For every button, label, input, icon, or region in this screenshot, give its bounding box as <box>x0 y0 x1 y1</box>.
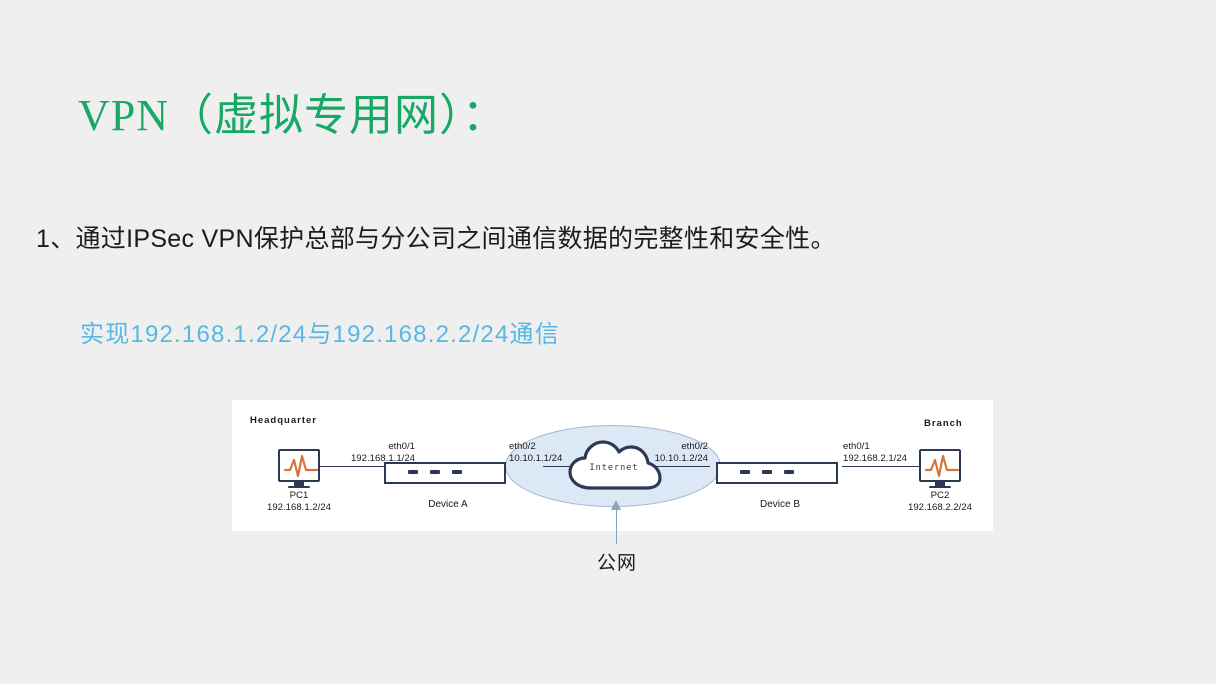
pc2-waveform-icon <box>924 454 959 478</box>
pc2-name: PC2 <box>930 490 950 501</box>
network-topology-diagram: Headquarter Branch PC1 192.168.1.2/24 De… <box>232 400 993 531</box>
device-b-wan-ip: 10.10.1.2/24 <box>654 452 708 464</box>
pc1-stand-base <box>288 486 310 489</box>
device-a-lan-label: eth0/1 192.168.1.1/24 <box>307 441 415 465</box>
device-b-lan-label: eth0/1 192.168.2.1/24 <box>843 441 907 465</box>
device-b-wan-if: eth0/2 <box>681 441 708 452</box>
public-network-arrow-head <box>611 500 621 510</box>
zone-label-headquarter: Headquarter <box>250 415 317 426</box>
pc2-stand-base <box>929 486 951 489</box>
device-b-chassis-body <box>716 462 838 484</box>
requirement-note: 实现192.168.1.2/24与192.168.2.2/24通信 <box>80 321 560 348</box>
device-a-chassis-body <box>384 462 506 484</box>
link-cloud-deviceb <box>650 466 710 467</box>
internet-cloud-icon: Internet <box>565 436 663 494</box>
device-b-led-1 <box>740 470 750 474</box>
device-b-lan-if: eth0/1 <box>843 441 870 452</box>
pc1-name: PC1 <box>289 490 309 501</box>
device-a-lan-ip: 192.168.1.1/24 <box>350 452 415 464</box>
pc2-stand-neck <box>935 482 945 486</box>
device-a-caption: Device A <box>428 499 468 510</box>
device-a-led-3 <box>452 470 462 474</box>
device-a-lan-if: eth0/1 <box>388 441 415 452</box>
internet-cloud-label: Internet <box>589 463 639 473</box>
pc1-ip: 192.168.1.2/24 <box>266 501 332 513</box>
device-b-lan-ip: 192.168.2.1/24 <box>843 452 908 464</box>
pc2-caption: PC2 192.168.2.2/24 <box>880 490 1000 514</box>
link-pc1-devicea <box>319 466 417 467</box>
pc1-stand-neck <box>294 482 304 486</box>
pc1-caption: PC1 192.168.1.2/24 <box>239 490 359 514</box>
device-b-caption: Device B <box>759 499 800 510</box>
device-a-wan-ip: 10.10.1.1/24 <box>509 452 563 464</box>
device-b-wan-label: eth0/2 10.10.1.2/24 <box>632 441 708 465</box>
device-a-led-1 <box>408 470 418 474</box>
device-a-wan-if: eth0/2 <box>509 441 536 452</box>
public-network-label: 公网 <box>596 553 637 574</box>
bullet-item-1: 1、通过IPSec VPN保护总部与分公司之间通信数据的完整性和安全性。 <box>36 225 836 253</box>
device-b-led-3 <box>784 470 794 474</box>
public-network-arrow-line <box>616 508 617 544</box>
device-b-led-2 <box>762 470 772 474</box>
pc2-ip: 192.168.2.2/24 <box>907 501 973 513</box>
link-deviceb-pc2 <box>842 466 919 467</box>
device-a-led-2 <box>430 470 440 474</box>
pc2-screen <box>919 449 961 482</box>
zone-label-branch: Branch <box>924 418 963 429</box>
link-devicea-cloud <box>543 466 585 467</box>
pc1-waveform-icon <box>283 454 318 478</box>
device-a-wan-label: eth0/2 10.10.1.1/24 <box>509 441 562 465</box>
page-title: VPN（虚拟专用网）： <box>78 91 508 140</box>
pc1-screen <box>278 449 320 482</box>
